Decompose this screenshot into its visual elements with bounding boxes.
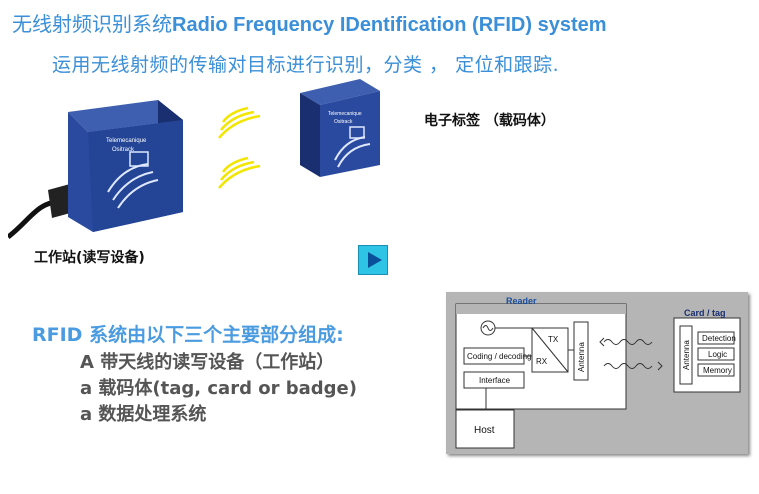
- host-label: Host: [474, 425, 495, 436]
- list-item: a 数据处理系统: [80, 404, 207, 425]
- components-heading: RFID 系统由以下三个主要部分组成:: [32, 324, 344, 346]
- detection-box: [697, 331, 735, 345]
- title-english: Radio Frequency IDentification (RFID) sy…: [172, 14, 607, 36]
- reader-device: Telemecanique Ositrack: [68, 100, 183, 232]
- reader-title: Reader: [506, 296, 537, 306]
- interface-label: Interface: [479, 376, 511, 385]
- tag-device-image: Telemecanique Ositrack: [300, 79, 380, 177]
- reader-label: 工作站(读写设备): [34, 250, 145, 266]
- rx-label: RX: [536, 357, 548, 366]
- card-title: Card / tag: [684, 308, 726, 318]
- rf-waves: [599, 337, 663, 371]
- list-item: a 载码体(tag, card or badge): [80, 378, 357, 399]
- interface-box: [463, 371, 525, 389]
- host-box: [455, 409, 515, 449]
- memory-label: Memory: [703, 366, 732, 375]
- card-antenna-label: Antenna: [682, 340, 691, 370]
- rfid-block-diagram: Reader Coding / decoding Interface TX RX…: [446, 292, 748, 454]
- coding-label: Coding / decoding: [467, 352, 532, 361]
- tag-brand: Telemecanique: [328, 111, 362, 117]
- page-title: 无线射频识别系统Radio Frequency IDentification (…: [12, 8, 607, 37]
- tag-label: 电子标签 （载码体）: [424, 113, 555, 129]
- reader-brand: Telemecanique: [106, 138, 147, 144]
- logic-label: Logic: [708, 350, 727, 359]
- reader-model: Ositrack: [112, 147, 135, 153]
- card-antenna-box: [679, 325, 693, 385]
- reader-antenna-label: Antenna: [577, 342, 586, 372]
- signal-waves: [218, 106, 261, 189]
- reader-antenna-box: [573, 321, 589, 381]
- logic-box: [697, 347, 735, 361]
- cable-gland: [48, 184, 74, 218]
- title-chinese: 无线射频识别系统: [12, 12, 172, 36]
- play-icon[interactable]: [358, 245, 388, 275]
- memory-box: [697, 363, 735, 377]
- page-subtitle: 运用无线射频的传输对目标进行识别，分类 ， 定位和跟踪.: [52, 54, 560, 76]
- detection-label: Detection: [702, 334, 736, 343]
- rfid-devices-image: Telemecanique Ositrack: [8, 100, 261, 239]
- list-item: A 带天线的读写设备（工作站）: [80, 352, 335, 373]
- tag-model: Ositrack: [334, 119, 353, 125]
- tx-label: TX: [548, 335, 559, 344]
